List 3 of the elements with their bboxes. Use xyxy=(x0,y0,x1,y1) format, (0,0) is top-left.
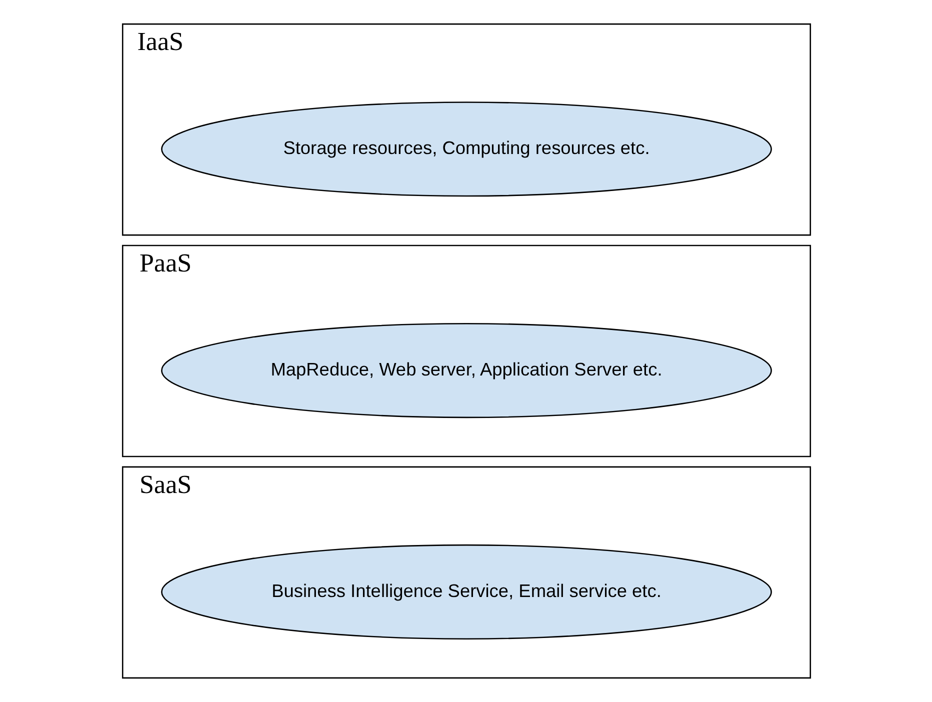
node-ellipse: Business Intelligence Service, Email service etc. xyxy=(160,544,772,640)
node-ellipse: MapReduce, Web server, Application Server etc. xyxy=(160,323,772,418)
node-ellipse: Storage resources, Computing resources etc. xyxy=(160,102,772,197)
